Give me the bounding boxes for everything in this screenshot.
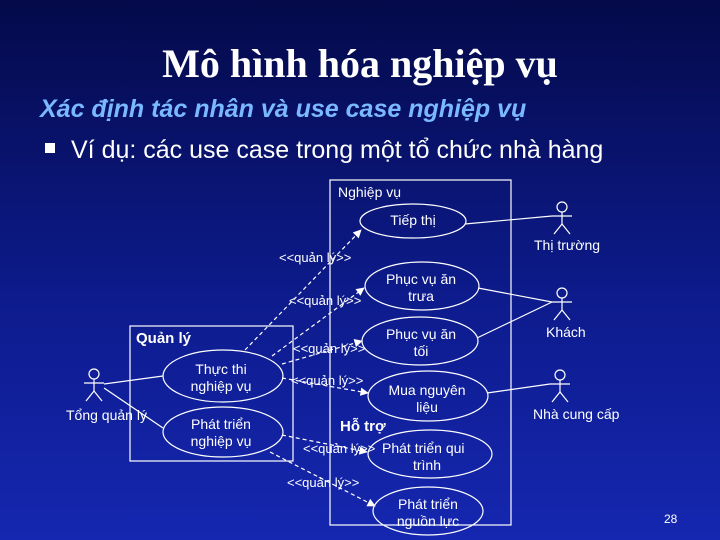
assoc-director-execute [103,375,164,385]
package-business-label: Nghiệp vụ [338,184,402,200]
stereotype-label-3: <<quản lý>> [293,341,366,356]
slide-title: Mô hình hóa nghiệp vụ [162,41,558,86]
slide-subtitle: Xác định tác nhân và use case nghiệp vụ [40,95,527,123]
usecase-purchase-label-1: Mua nguyên [388,382,466,398]
usecase-hr-label-2: nguồn lực [396,513,460,529]
assoc-purchase-supplier [486,383,551,394]
assoc-marketing-market [464,215,553,225]
usecase-marketing-label: Tiếp thị [390,212,436,228]
actor-director-label: Tổng quản lý [66,407,147,423]
usecase-lunch-label-2: trưa [408,288,434,304]
actor-customer-label: Khách [546,324,586,340]
assoc-dinner-customer [476,301,553,339]
bullet-square-icon [45,143,55,154]
stereotype-label-2: <<quản lý>> [289,293,362,308]
actor-customer-figure [552,287,572,321]
usecase-purchase-label-2: liệu [416,399,438,415]
assoc-lunch-customer [477,287,553,303]
stereotype-label-6: <<quản lý>> [287,475,360,490]
usecase-lunch-label-1: Phục vụ ăn [385,271,457,287]
actor-market-label: Thị trường [534,237,601,253]
usecase-develop-label-1: Phát triển [191,416,251,432]
usecase-dinner-label-1: Phục vụ ăn [385,326,457,342]
stereotype-label-1: <<quản lý>> [279,250,352,265]
stereotype-label-5: <<quản lý>> [303,441,376,456]
actor-supplier-figure [550,369,570,403]
usecase-hr-label-1: Phát triển [398,496,458,512]
page-number: 28 [664,512,678,526]
stereotype-label-4: <<quản lý>> [291,373,364,388]
package-management-label: Quản lý [136,330,192,347]
usecase-dinner-label-2: tối [413,343,429,359]
usecase-procedure-label-1: Phát triển qui [382,440,465,456]
usecase-execute-label-2: nghiệp vụ [190,378,252,394]
actor-market-figure [552,201,572,235]
usecase-execute-label-1: Thực thi [195,361,247,377]
package-support-label: Hỗ trợ [340,418,386,435]
actor-supplier-label: Nhà cung cấp [533,406,620,422]
bullet-text: Ví dụ: các use case trong một tổ chức nh… [71,136,604,164]
usecase-develop-label-2: nghiệp vụ [190,433,252,449]
usecase-procedure-label-2: trình [412,457,441,473]
dep-execute-marketing [244,229,362,351]
actor-director-figure [84,368,104,402]
bullet-item: Ví dụ: các use case trong một tổ chức nh… [45,136,603,165]
